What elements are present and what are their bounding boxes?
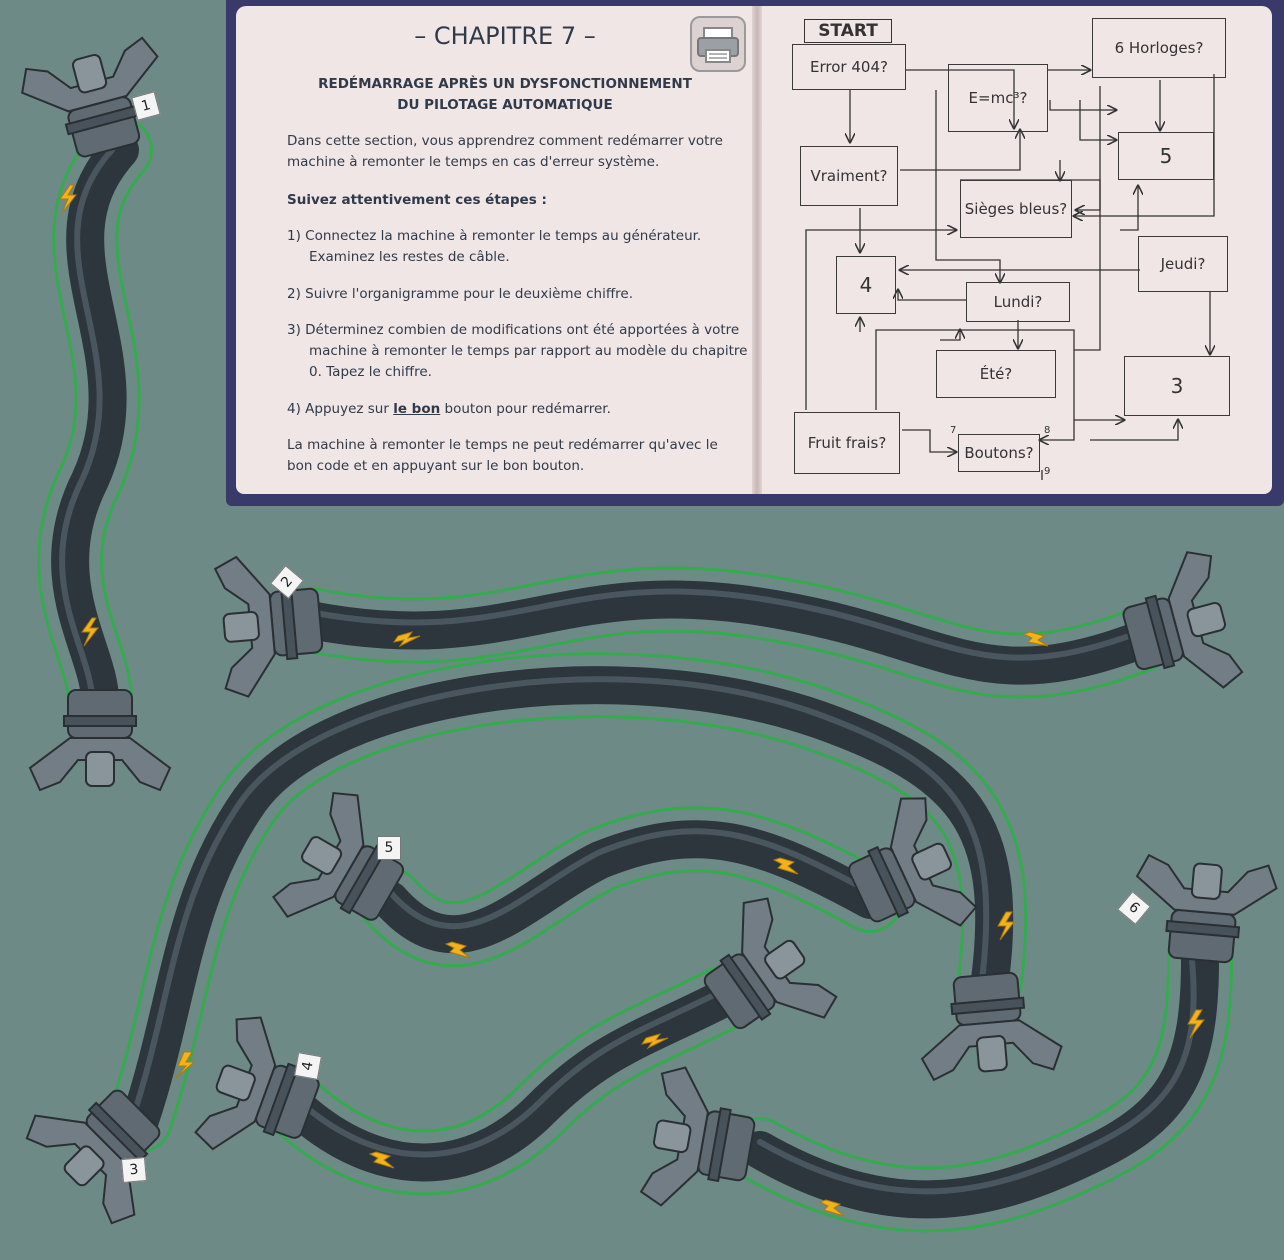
bolt-icon	[368, 1151, 395, 1169]
step-4: 4) Appuyez sur le bon bouton pour redéma…	[287, 401, 611, 417]
port-7: 7	[950, 425, 957, 436]
node-emc2[interactable]: E=mc³?	[948, 64, 1048, 132]
bolt-icon	[81, 617, 100, 647]
bolt-icon	[640, 1033, 669, 1050]
node-sieges-bleus[interactable]: Sièges bleus?	[960, 180, 1072, 238]
printer-icon-button[interactable]	[690, 16, 746, 72]
node-5[interactable]: 5	[1118, 132, 1214, 180]
node-jeudi[interactable]: Jeudi?	[1138, 236, 1228, 292]
node-ete[interactable]: Été?	[936, 350, 1056, 398]
step-1: 1) Connectez la machine à remonter le te…	[287, 228, 702, 265]
bolt-icon	[59, 184, 78, 214]
node-error404[interactable]: Error 404?	[792, 44, 906, 90]
chapter-title: – CHAPITRE 7 –	[414, 22, 596, 50]
cable-label-5: 5	[377, 836, 401, 860]
node-6-horloges[interactable]: 6 Horloges?	[1092, 18, 1226, 78]
cable-4	[281, 981, 739, 1182]
bolt-icon	[392, 631, 421, 648]
cable-label-4: 4	[294, 1052, 322, 1080]
outro-text: La machine à remonter le temps ne peut r…	[287, 437, 718, 474]
printer-icon	[697, 27, 739, 63]
port-8: 8	[1044, 425, 1051, 436]
bolt-icon	[997, 911, 1016, 941]
cable-6	[741, 941, 1219, 1219]
bolt-icon	[818, 1199, 845, 1217]
node-4[interactable]: 4	[836, 256, 896, 314]
cable-group	[37, 117, 1233, 1233]
node-vraiment[interactable]: Vraiment?	[800, 146, 898, 206]
step-2: 2) Suivre l'organigramme pour le deuxièm…	[287, 286, 634, 302]
bolt-icon	[1187, 1009, 1206, 1039]
book-spine	[752, 6, 762, 494]
bolt-icons	[59, 184, 1206, 1217]
section-subtitle: REDÉMARRAGE APRÈS UN DYSFONCTIONNEMENT D…	[318, 76, 692, 113]
node-lundi[interactable]: Lundi?	[966, 282, 1070, 322]
cable-2	[291, 580, 1159, 685]
node-3[interactable]: 3	[1124, 356, 1230, 416]
bolt-icon	[175, 1051, 196, 1079]
bolt-icon	[1022, 631, 1049, 647]
flowchart-start: START	[804, 19, 892, 43]
cable-5	[371, 820, 889, 954]
node-fruit-frais[interactable]: Fruit frais?	[794, 412, 900, 474]
intro-text: Dans cette section, vous apprendrez comm…	[287, 133, 723, 170]
node-boutons[interactable]: Boutons?	[958, 434, 1040, 472]
port-9: 9	[1044, 466, 1051, 477]
left-page	[236, 6, 756, 494]
step-3: 3) Déterminez combien de modifications o…	[287, 322, 748, 380]
bolt-icon	[772, 857, 799, 875]
follow-heading: Suivez attentivement ces étapes :	[287, 192, 547, 208]
cable-label-3: 3	[120, 1156, 148, 1184]
cable-1	[51, 131, 139, 719]
bolt-icon	[444, 941, 471, 959]
